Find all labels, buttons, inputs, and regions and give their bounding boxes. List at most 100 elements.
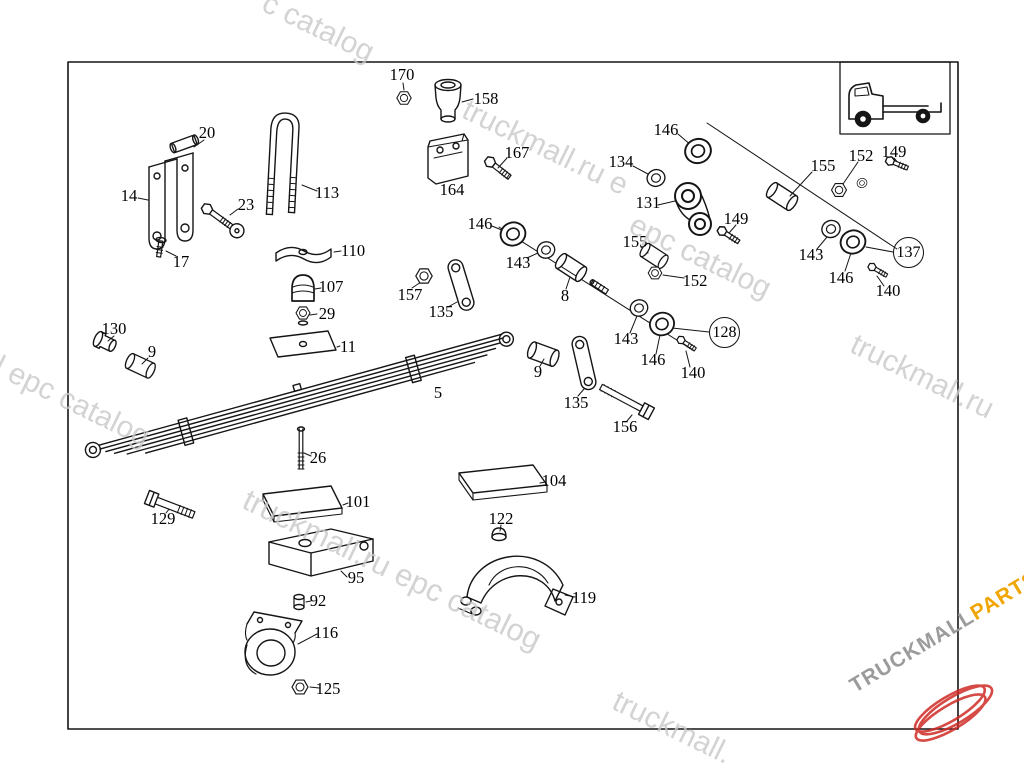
- part-158-buffer: [434, 78, 462, 123]
- part-label-152: 152: [682, 271, 708, 290]
- part-label-158: 158: [473, 89, 499, 108]
- part-label-125: 125: [315, 679, 341, 698]
- circled-ref-128[interactable]: 128: [709, 317, 740, 348]
- part-label-146: 146: [467, 214, 493, 233]
- part-label-146: 146: [640, 350, 666, 369]
- part-label-95: 95: [347, 568, 365, 587]
- part-label-122: 122: [488, 509, 514, 528]
- part-157-nut: [415, 268, 433, 284]
- part-101-plate: [262, 485, 343, 523]
- part-label-9: 9: [533, 362, 543, 381]
- part-label-113: 113: [314, 183, 340, 202]
- part-146-ring: [645, 308, 679, 340]
- part-155-bushing: [763, 180, 801, 213]
- part-label-143: 143: [798, 245, 824, 264]
- brand-swirl: [913, 684, 994, 742]
- part-116-eye-bracket: [244, 611, 303, 676]
- part-135-shackle-right: [571, 335, 597, 391]
- part-label-9: 9: [147, 342, 157, 361]
- part-label-116: 116: [313, 623, 339, 642]
- part-140-bolt: [675, 334, 699, 354]
- part-label-26: 26: [309, 448, 327, 467]
- part-23-bolt: [200, 203, 245, 239]
- part-131-link: [674, 182, 712, 236]
- part-146-ring: [496, 217, 530, 251]
- part-119-saddle: [457, 555, 574, 616]
- part-label-143: 143: [613, 329, 639, 348]
- part-label-157: 157: [397, 285, 423, 304]
- part-label-135: 135: [563, 393, 589, 412]
- part-170-nut: [396, 91, 412, 105]
- part-143-ring: [627, 296, 651, 320]
- part-label-156: 156: [612, 417, 638, 436]
- part-164-bracket: [427, 133, 469, 185]
- part-129-bolt: [143, 489, 196, 519]
- part-label-119: 119: [571, 588, 597, 607]
- part-17-bolt: [155, 236, 167, 258]
- part-134-ring: [644, 166, 668, 190]
- part-92-spacer: [293, 593, 305, 611]
- part-146-ring: [680, 134, 716, 168]
- part-label-149: 149: [881, 142, 907, 161]
- part-label-129: 129: [150, 509, 176, 528]
- part-label-134: 134: [608, 152, 634, 171]
- part-20-pin: [169, 134, 200, 154]
- part-152-washer: [855, 176, 869, 190]
- part-5-leaf-spring: [84, 331, 515, 459]
- part-label-107: 107: [318, 277, 344, 296]
- part-9-bushing-right: [525, 340, 562, 369]
- part-label-152: 152: [848, 146, 874, 165]
- part-11-plate: [269, 330, 337, 358]
- part-label-164: 164: [439, 180, 465, 199]
- part-156-bolt: [598, 383, 656, 421]
- part-label-135: 135: [428, 302, 454, 321]
- part-135-shackle-left: [447, 259, 475, 311]
- part-107-bump-stop: [291, 274, 315, 302]
- part-122-cap: [491, 527, 507, 542]
- part-143-ring: [534, 238, 558, 262]
- part-110-clamp: [275, 246, 332, 264]
- part-95-bracket: [268, 528, 374, 577]
- part-label-131: 131: [635, 193, 661, 212]
- part-167-bolt: [483, 156, 512, 180]
- part-label-146: 146: [828, 268, 854, 287]
- part-label-14: 14: [120, 186, 138, 205]
- leader-lines: [107, 82, 900, 689]
- part-label-20: 20: [198, 123, 216, 142]
- part-label-170: 170: [389, 65, 415, 84]
- part-label-23: 23: [237, 195, 255, 214]
- part-143-ring: [818, 217, 844, 241]
- part-label-17: 17: [172, 252, 190, 271]
- part-8-bushing: [552, 251, 590, 284]
- parts-diagram-canvas: [67, 61, 994, 742]
- part-14-hanger-bracket: [148, 152, 194, 250]
- part-label-149: 149: [723, 209, 749, 228]
- part-label-11: 11: [340, 337, 356, 356]
- part-label-5: 5: [433, 383, 443, 402]
- part-label-8: 8: [560, 286, 570, 305]
- diagram-border: [67, 61, 959, 730]
- part-label-104: 104: [541, 471, 567, 490]
- circled-ref-137[interactable]: 137: [893, 237, 924, 268]
- part-label-29: 29: [318, 304, 336, 323]
- part-146-ring: [836, 225, 870, 259]
- part-8-pin: [589, 279, 610, 295]
- part-label-167: 167: [504, 143, 530, 162]
- part-label-130: 130: [101, 319, 127, 338]
- truck-icon: [848, 82, 942, 128]
- part-113-u-bolt: [265, 112, 300, 216]
- part-label-146: 146: [653, 120, 679, 139]
- part-label-92: 92: [309, 591, 327, 610]
- part-label-143: 143: [505, 253, 531, 272]
- part-label-110: 110: [340, 241, 366, 260]
- part-label-140: 140: [875, 281, 901, 300]
- part-104-plate: [458, 464, 548, 501]
- part-label-155: 155: [622, 232, 648, 251]
- part-26-center-bolt: [296, 426, 306, 470]
- part-29-nut: [295, 306, 311, 326]
- vehicle-thumbnail-box: [839, 61, 951, 135]
- part-label-101: 101: [345, 492, 371, 511]
- part-152-nut: [647, 266, 663, 280]
- part-152-nut: [830, 182, 848, 198]
